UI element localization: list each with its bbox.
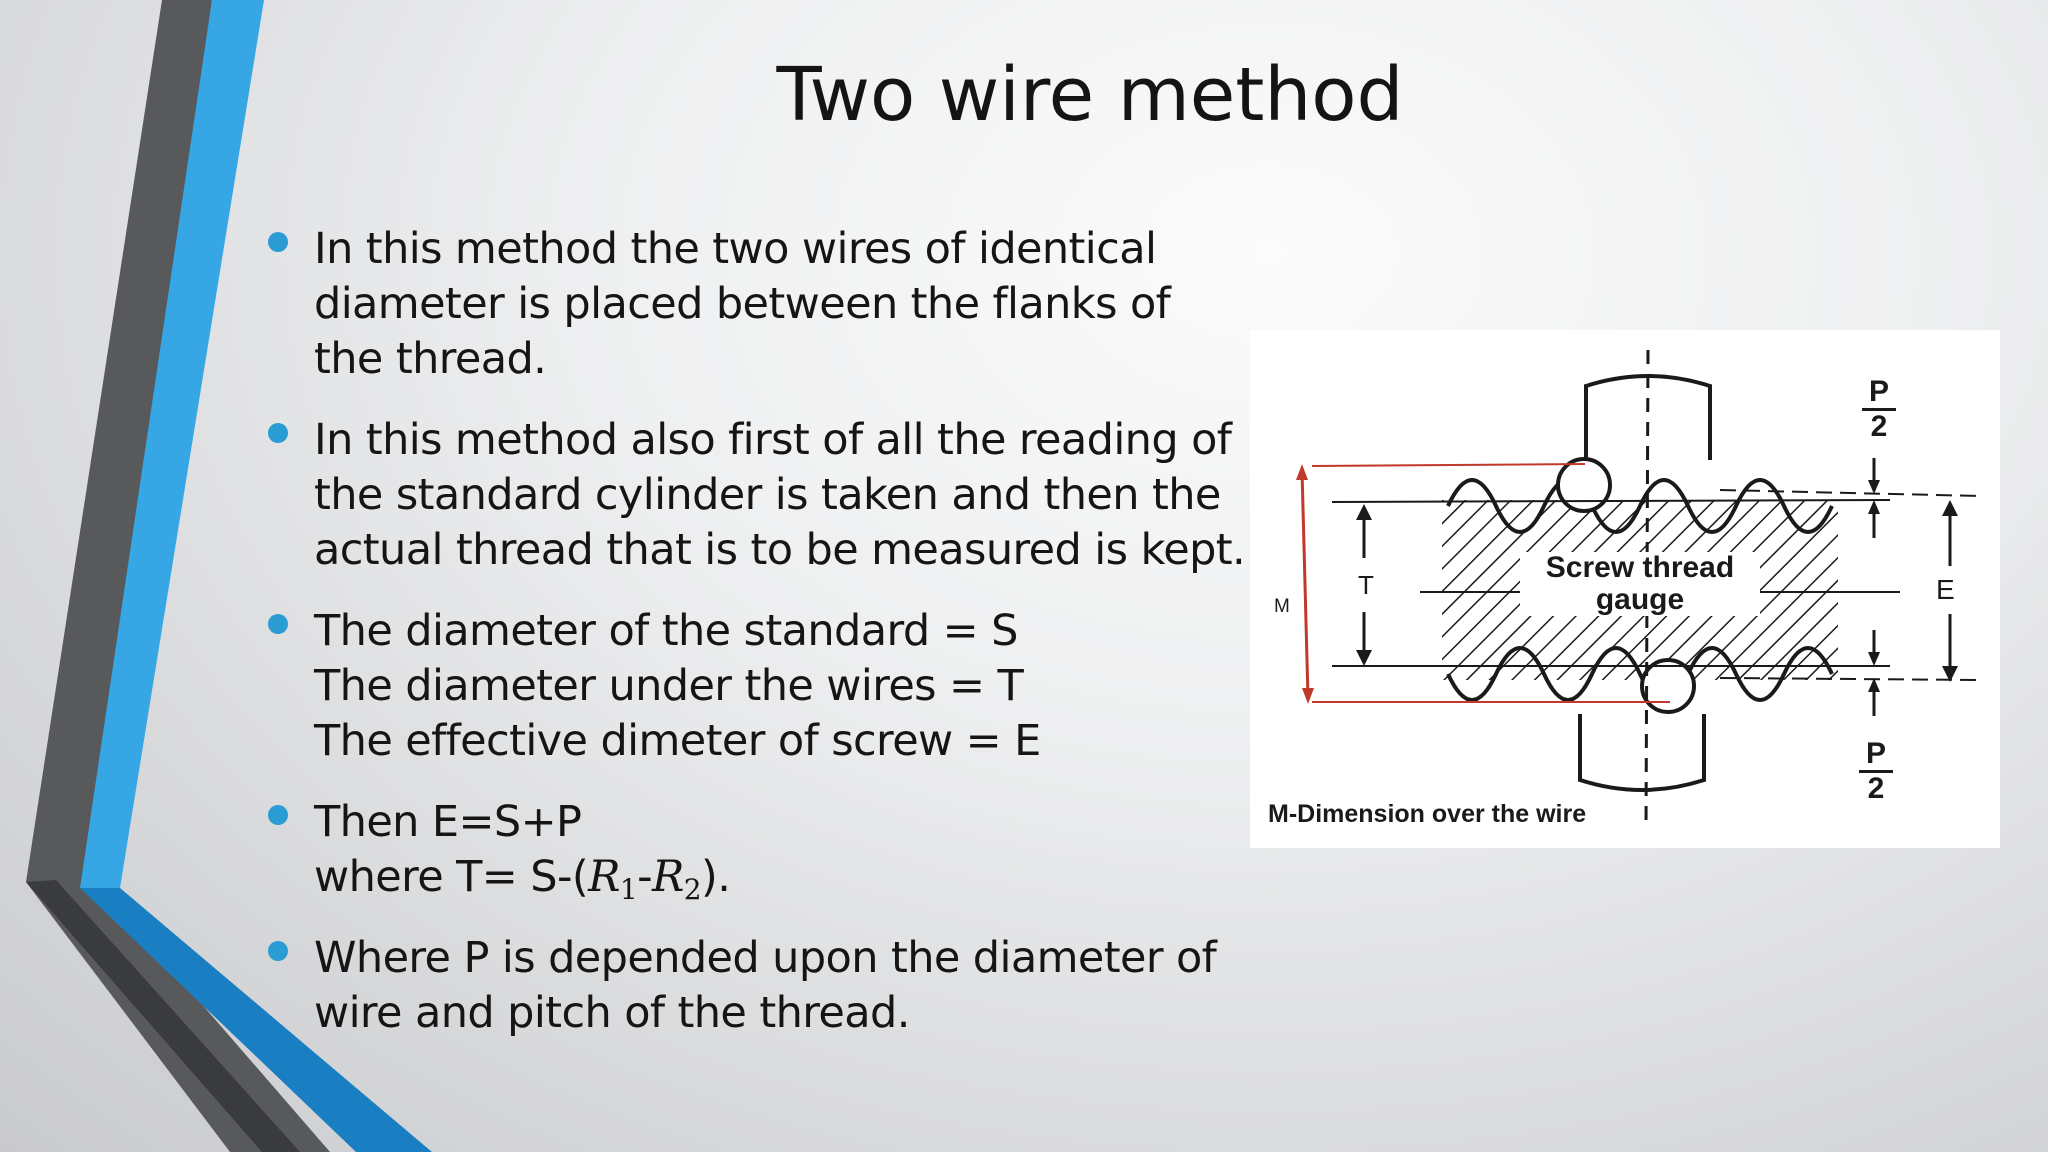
bullet-dot-icon: [268, 805, 288, 825]
bullet-line: Then E=S+P: [314, 797, 582, 847]
p-over-2-top-label: P 2: [1862, 376, 1896, 443]
bullet-list: In this method the two wires of identica…: [262, 222, 1252, 1067]
bullet-line: wire and pitch of the thread.: [314, 988, 910, 1038]
bullet-dot-icon: [268, 423, 288, 443]
bullet-item: Where P is depended upon the diameter of…: [262, 931, 1252, 1041]
two-wire-method-diagram: Screw thread gauge M T E P 2 P 2 M-Dimen…: [1250, 330, 2000, 848]
bullet-line: In this method also first of all the rea…: [314, 415, 1232, 465]
bullet-line: the thread.: [314, 334, 547, 384]
formula-prefix: where T= S-(: [314, 852, 589, 902]
bullet-line: actual thread that is to be measured is …: [314, 525, 1246, 575]
t-label: T: [1358, 570, 1374, 600]
light-blue-bar: [80, 0, 264, 888]
m-label: M: [1274, 596, 1290, 617]
bullet-line: The diameter under the wires = T: [314, 661, 1024, 711]
formula-line: where T= S-(R1-R2).: [314, 850, 1252, 905]
bullet-dot-icon: [268, 941, 288, 961]
lower-thread-profile: [1446, 646, 1834, 702]
formula-r1: R1: [588, 852, 638, 906]
bullet-item: The diameter of the standard = S The dia…: [262, 604, 1252, 769]
figure-caption: M-Dimension over the wire: [1268, 800, 1587, 828]
upper-wire: [1556, 457, 1612, 513]
formula-dash: -: [637, 852, 653, 902]
p-over-2-bottom-label: P 2: [1859, 738, 1893, 805]
lower-wire: [1640, 658, 1696, 714]
upper-thread-profile: [1446, 478, 1834, 534]
bullet-dot-icon: [268, 232, 288, 252]
e-label: E: [1936, 574, 1955, 605]
slide-title: Two wire method: [776, 52, 1404, 138]
bullet-item: In this method the two wires of identica…: [262, 222, 1252, 387]
bullet-line: diameter is placed between the flanks of: [314, 279, 1171, 329]
dark-shadow-bar: [26, 880, 300, 1152]
bullet-line: The effective dimeter of screw = E: [314, 716, 1041, 766]
formula-r2: R2: [652, 852, 702, 906]
bullet-line: The diameter of the standard = S: [314, 606, 1018, 656]
bullet-line: the standard cylinder is taken and then …: [314, 470, 1221, 520]
bullet-dot-icon: [268, 614, 288, 634]
lower-anvil: [1578, 714, 1706, 792]
bullet-item: Then E=S+P where T= S-(R1-R2).: [262, 795, 1252, 905]
gauge-label: Screw thread gauge: [1520, 552, 1760, 616]
formula-suffix: ).: [701, 852, 731, 902]
bullet-line: In this method the two wires of identica…: [314, 224, 1157, 274]
bullet-line: Where P is depended upon the diameter of: [314, 933, 1217, 983]
bullet-item: In this method also first of all the rea…: [262, 413, 1252, 578]
dark-blue-bar: [80, 888, 432, 1152]
